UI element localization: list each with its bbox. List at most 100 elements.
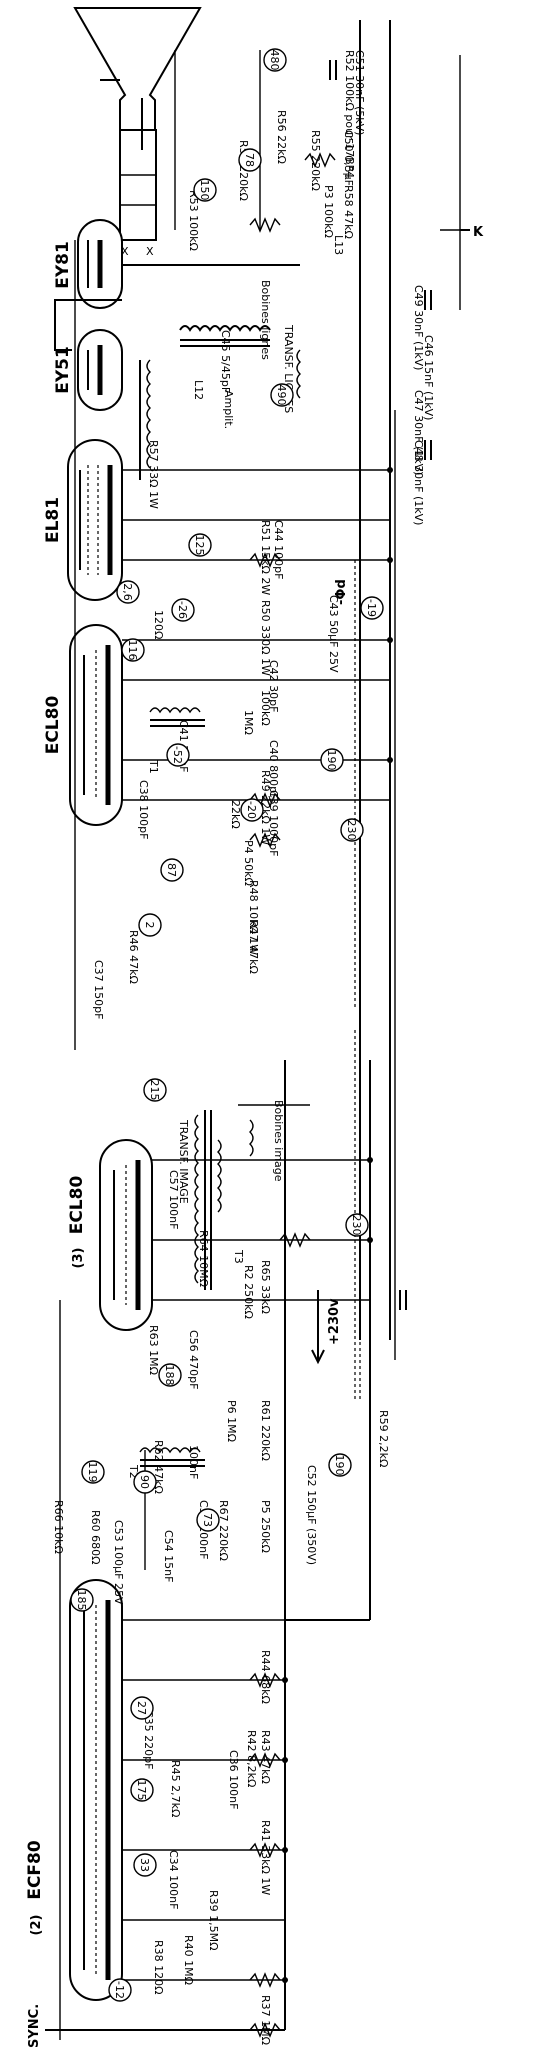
c53-label: C53 100µF 25V	[112, 1520, 125, 1605]
voltage-minus52: -52	[171, 746, 184, 764]
r45-label: R45 2,7kΩ	[169, 1760, 182, 1817]
x-label-1: X	[121, 245, 129, 258]
c43-label: C43 50µF 25V	[327, 595, 340, 673]
voltage-190-bottom: 190	[333, 1455, 346, 1476]
bottom-rails	[45, 1060, 371, 2031]
r51-label: R51 15kΩ 2W	[259, 520, 272, 595]
c38-label: C38 100pF	[137, 780, 150, 839]
r44-label: R44 68kΩ	[259, 1650, 272, 1704]
r49-label: R49 22kΩ 1W	[259, 770, 272, 845]
tube-ecf80-index: (2)	[29, 1915, 44, 1936]
p4-label: P4 50kΩ	[242, 840, 255, 886]
voltage-175: 175	[135, 1780, 148, 1801]
component-wiring	[59, 50, 470, 2040]
voltage-2: 2	[143, 922, 156, 929]
voltage-minus26: -26	[176, 601, 189, 619]
r50-label: R50 330Ω 1W	[259, 600, 272, 676]
ecl80-top-tube	[69, 624, 123, 826]
tube-ey81-label: EY81	[53, 241, 73, 289]
c39-label: C39 1000pF	[267, 790, 280, 856]
r61-label: R61 220kΩ	[259, 1400, 272, 1461]
voltage-188: 188	[163, 1365, 176, 1386]
c54-label: C54 15nF	[162, 1530, 175, 1582]
r58-label: R58 47kΩ	[342, 185, 355, 239]
ecl80-bottom-tube	[99, 1139, 153, 1331]
phi-label: -Φd	[334, 579, 349, 605]
voltage-87: 87	[165, 863, 178, 877]
t1-label: T1	[147, 759, 160, 774]
ecf80-tube	[69, 1579, 123, 2001]
tube-ecf80-label: ECF80	[25, 1840, 45, 1900]
c46-label: C46 15nF (1kV)	[422, 335, 435, 420]
junction-dots	[282, 467, 393, 1983]
voltage-33: 33	[138, 1858, 151, 1872]
c48-label: C48 30nF (1kV)	[412, 440, 425, 525]
component-labels-top: C51 30nF (5kV) R52 100kΩ pour 17BP4 R56 …	[92, 50, 435, 1019]
r-22k-label: 22kΩ	[229, 800, 242, 829]
tube-ecl80-top-label: ECL80	[43, 696, 63, 755]
c42-label: C42 30pF	[267, 660, 280, 712]
image-transformer	[194, 1104, 310, 1290]
ey51-tube	[54, 299, 123, 411]
capacitor-glyphs	[329, 60, 432, 1310]
r66-label: R66 10kΩ	[52, 1500, 65, 1554]
c49-label: C49 30nF (1kV)	[412, 285, 425, 370]
r53-label: R53 100kΩ	[187, 190, 200, 251]
voltage-73: 73	[201, 1513, 214, 1527]
r-100k-label: 100kΩ	[259, 690, 272, 726]
voltage-78: 78	[243, 153, 256, 167]
tube-ecl80-bottom-label: ECL80	[67, 1176, 87, 1235]
t2-transformer	[139, 1447, 205, 1467]
r59-label: R59 2,2kΩ	[377, 1410, 390, 1467]
c45-label: C45 5/45pF	[219, 330, 232, 393]
r46-label: R46 47kΩ	[127, 930, 140, 984]
tube-ecl80-bottom-index: (3)	[71, 1248, 86, 1269]
l12-label: L12	[192, 380, 205, 400]
r48-label: R48 10kΩ 1W	[247, 880, 260, 955]
r-1m-label: 1MΩ	[242, 710, 255, 735]
p5-label: P5 250kΩ	[259, 1500, 272, 1553]
r40-label: R40 1MΩ	[182, 1935, 195, 1985]
voltage-minus20: -20	[245, 801, 258, 819]
r37-label: R37 1MΩ	[259, 1995, 272, 2045]
voltage-480: 480	[268, 50, 281, 71]
r56-label: R56 22kΩ	[275, 110, 288, 164]
voltage-230-top: 230	[345, 820, 358, 841]
c34-label: C34 100nF	[167, 1850, 180, 1909]
c36-label: C36 100nF	[227, 1750, 240, 1809]
c47-label: C47 30nF (1kV)	[412, 390, 425, 475]
voltage-minus12: -12	[113, 1981, 126, 1999]
p3-label: P3 100kΩ	[322, 185, 335, 238]
voltage-markers: 480 78 150 490 125 -26 2,6 116 -19 -52 -…	[70, 48, 384, 2002]
resistor-glyphs	[249, 152, 336, 2038]
tube-ey51-label: EY51	[53, 346, 73, 394]
p6-label: P6 1MΩ	[225, 1400, 238, 1442]
el81-tube	[67, 439, 123, 601]
r38-label: R38 120Ω	[152, 1940, 165, 1995]
crt-tube	[73, 7, 202, 241]
voltage-minus19: -19	[365, 599, 378, 617]
bobines-lignes-label: Bobines lignes	[259, 280, 272, 360]
r65-label: R65 33kΩ	[259, 1260, 272, 1314]
c52-label: C52 150µF (350V)	[305, 1465, 318, 1565]
voltage-190-top: 190	[325, 750, 338, 771]
tube-el81-label: EL81	[43, 497, 63, 543]
component-labels-bottom: Bobines image TRANSF. IMAGE T3 C57 100nF…	[52, 1100, 390, 2045]
voltage-2-6: 2,6	[121, 583, 134, 601]
c56-label: C56 470pF	[187, 1330, 200, 1389]
x-label-2: X	[146, 245, 154, 258]
r60-label: R60 680Ω	[89, 1510, 102, 1565]
voltage-490: 490	[275, 385, 288, 406]
c35-label: C35 220pF	[142, 1710, 155, 1769]
line-transformer	[139, 325, 301, 480]
voltage-27: 27	[135, 1701, 148, 1715]
voltage-116: 116	[126, 640, 139, 661]
c44-label: C44 100pF	[272, 520, 285, 579]
r41-label: R41 33kΩ 1W	[259, 1820, 272, 1895]
r57-label: R57 33Ω 1W	[147, 440, 160, 509]
r67-label: R67 220kΩ	[217, 1500, 230, 1561]
voltage-119: 119	[86, 1462, 99, 1483]
l13-label: L13	[332, 235, 345, 255]
r63-label: R63 1MΩ	[147, 1325, 160, 1375]
